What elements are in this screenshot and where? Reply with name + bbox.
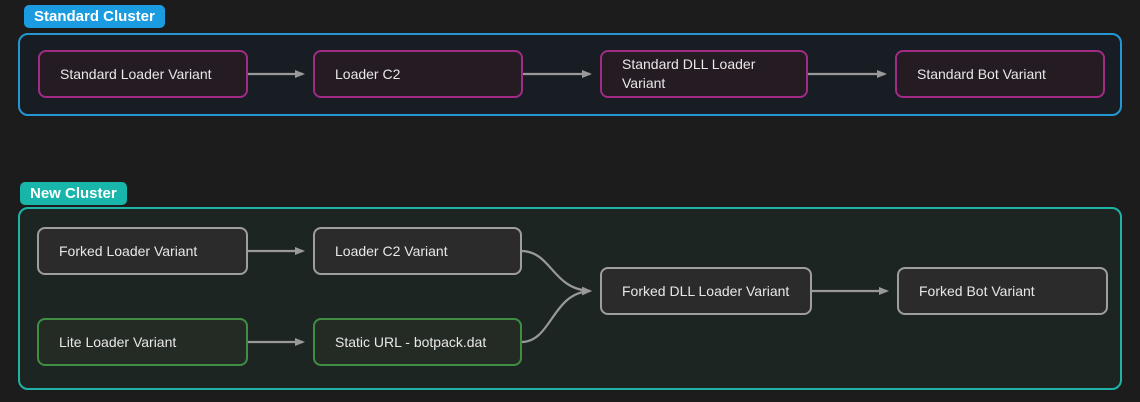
node-forked-bot-variant: Forked Bot Variant [897, 267, 1108, 315]
node-label: Forked Loader Variant [59, 242, 198, 259]
node-forked-loader-variant: Forked Loader Variant [37, 227, 248, 275]
node-standard-loader-variant: Standard Loader Variant [38, 50, 248, 98]
node-forked-dll-loader-variant: Forked DLL Loader Variant [600, 267, 812, 315]
node-standard-dll-loader-variant: Standard DLL Loader Variant [600, 50, 808, 98]
cluster-new-label: New Cluster [20, 182, 127, 205]
node-loader-c2-variant: Loader C2 Variant [313, 227, 522, 275]
node-label: Standard Bot Variant [917, 65, 1046, 82]
node-label: Forked Bot Variant [919, 282, 1035, 299]
node-static-url-botpack: Static URL - botpack.dat [313, 318, 522, 366]
node-standard-bot-variant: Standard Bot Variant [895, 50, 1105, 98]
node-label: Static URL - botpack.dat [335, 333, 487, 350]
node-loader-c2: Loader C2 [313, 50, 523, 98]
cluster-standard-label: Standard Cluster [24, 5, 165, 28]
node-label: Standard DLL Loader Variant [622, 56, 756, 91]
node-label: Forked DLL Loader Variant [622, 282, 790, 299]
node-label: Loader C2 [335, 65, 401, 82]
node-label: Loader C2 Variant [335, 242, 448, 259]
node-label: Lite Loader Variant [59, 333, 177, 350]
node-label: Standard Loader Variant [60, 65, 212, 82]
node-lite-loader-variant: Lite Loader Variant [37, 318, 248, 366]
